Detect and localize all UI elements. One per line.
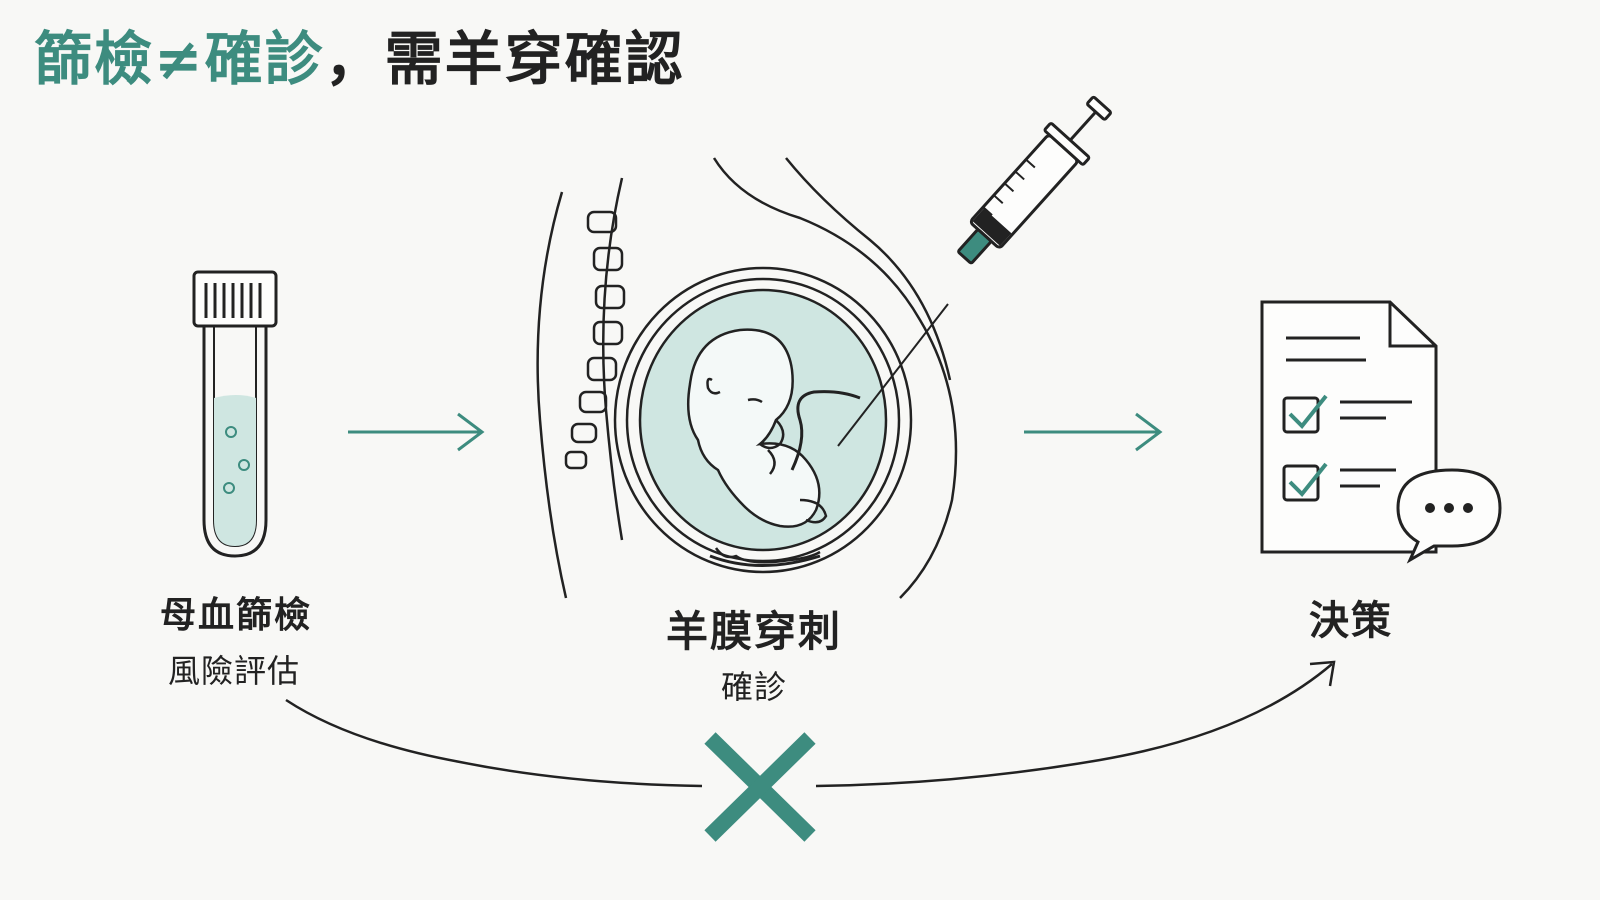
- test-tube-icon: [192, 270, 278, 558]
- title-diagnosis: 確診: [204, 25, 325, 93]
- step-label-screening: 母血篩檢: [159, 595, 313, 636]
- step-sublabel-diagnosis: 確診: [720, 668, 788, 706]
- page-title: 篩檢≠確診，需羊穿確認: [34, 30, 685, 88]
- amniocentesis-icon: [536, 157, 958, 599]
- title-screening: 篩檢: [34, 25, 155, 93]
- title-conclusion: 需羊穿確認: [384, 25, 685, 93]
- title-comma: ，: [324, 25, 385, 93]
- bypass-arrow: [285, 660, 1336, 788]
- arrow-to-decision: [1024, 412, 1163, 452]
- arrow-to-amniocentesis: [348, 412, 485, 452]
- not-allowed-x-icon: [704, 732, 816, 842]
- step-label-decision: 決策: [1309, 598, 1393, 644]
- step-label-amniocentesis: 羊膜穿刺: [665, 607, 843, 656]
- checklist-document-icon: [1260, 300, 1438, 554]
- title-not-equal: ≠: [154, 25, 205, 93]
- syringe-icon: [957, 95, 1112, 265]
- step-sublabel-risk-assessment: 風險評估: [167, 652, 301, 690]
- speech-bubble-icon: [1396, 468, 1502, 564]
